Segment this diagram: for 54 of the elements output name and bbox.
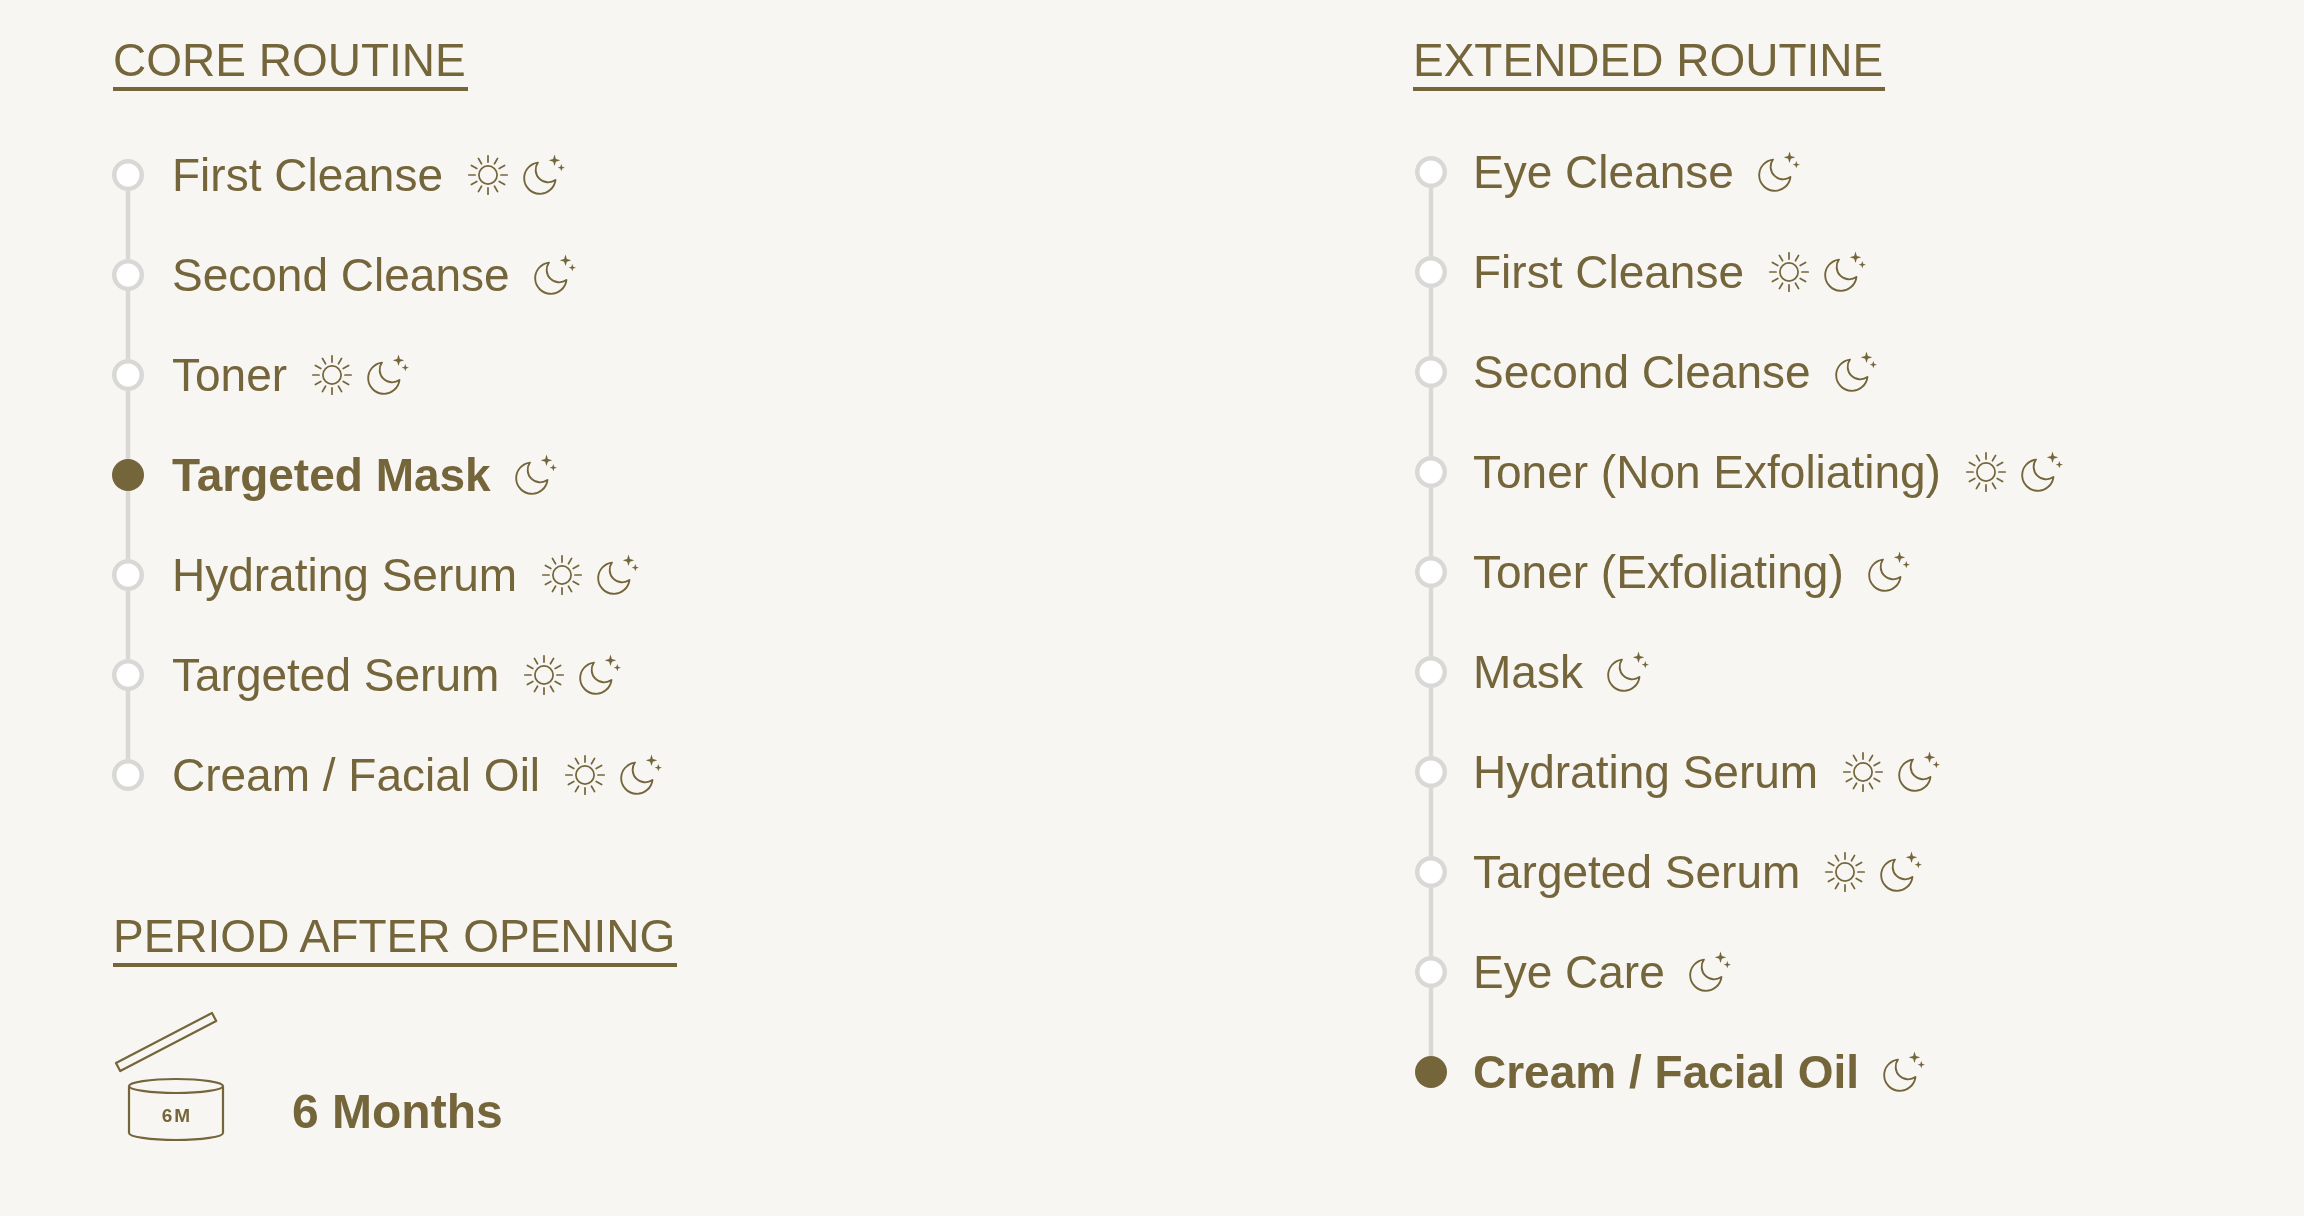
step-label: Mask: [1473, 645, 1583, 699]
timeline-ring-icon: [1415, 656, 1447, 688]
section-heading: EXTENDED ROUTINE: [1413, 36, 1886, 92]
timeline-line: [1428, 588, 1434, 656]
timeline-dot-icon: [112, 459, 144, 491]
step-label: Eye Care: [1473, 945, 1665, 999]
jar-label: 6M: [161, 1105, 193, 1125]
timeline-line: [125, 491, 131, 559]
step-label: First Cleanse: [172, 148, 443, 202]
step-label: Second Cleanse: [172, 248, 510, 302]
step-label: Eye Cleanse: [1473, 145, 1734, 199]
timeline-line: [1428, 688, 1434, 756]
timeline-line: [1428, 988, 1434, 1056]
timeline-line: [125, 191, 131, 259]
timeline-line: [1428, 488, 1434, 556]
step-label: Hydrating Serum: [1473, 745, 1819, 799]
section-heading: CORE ROUTINE: [113, 36, 468, 92]
timeline-ring-icon: [1415, 556, 1447, 588]
timeline-line: [1428, 888, 1434, 956]
timeline-ring-icon: [1415, 456, 1447, 488]
step-label: Second Cleanse: [1473, 345, 1811, 399]
timeline-line: [1428, 788, 1434, 856]
timeline-line: [1428, 288, 1434, 356]
duration-text: 6 Months: [292, 1085, 503, 1139]
step-label: Hydrating Serum: [172, 548, 518, 602]
section-heading: PERIOD AFTER OPENING: [113, 912, 678, 968]
timeline-ring-icon: [112, 759, 144, 791]
step-label: Targeted Serum: [1473, 845, 1801, 899]
timeline-line: [1428, 188, 1434, 256]
step-label: Cream / Facial Oil: [1473, 1045, 1860, 1099]
step-label: First Cleanse: [1473, 245, 1744, 299]
timeline-dot-icon: [1415, 1056, 1447, 1088]
step-label: Targeted Mask: [172, 448, 491, 502]
timeline-ring-icon: [112, 159, 144, 191]
timeline-ring-icon: [1415, 956, 1447, 988]
timeline-ring-icon: [112, 659, 144, 691]
timeline-line: [125, 691, 131, 759]
timeline-ring-icon: [1415, 756, 1447, 788]
timeline-ring-icon: [112, 559, 144, 591]
timeline-line: [125, 291, 131, 359]
step-label: Toner (Non Exfoliating): [1473, 445, 1941, 499]
timeline-ring-icon: [1415, 156, 1447, 188]
step-label: Toner (Exfoliating): [1473, 545, 1844, 599]
timeline-line: [125, 591, 131, 659]
timeline-ring-icon: [1415, 856, 1447, 888]
timeline-ring-icon: [112, 359, 144, 391]
step-label: Targeted Serum: [172, 648, 500, 702]
step-label: Cream / Facial Oil: [172, 748, 541, 802]
timeline-ring-icon: [112, 259, 144, 291]
timeline-line: [125, 391, 131, 459]
timeline-line: [1428, 388, 1434, 456]
step-label: Toner: [172, 348, 288, 402]
timeline-ring-icon: [1415, 356, 1447, 388]
timeline-ring-icon: [1415, 256, 1447, 288]
